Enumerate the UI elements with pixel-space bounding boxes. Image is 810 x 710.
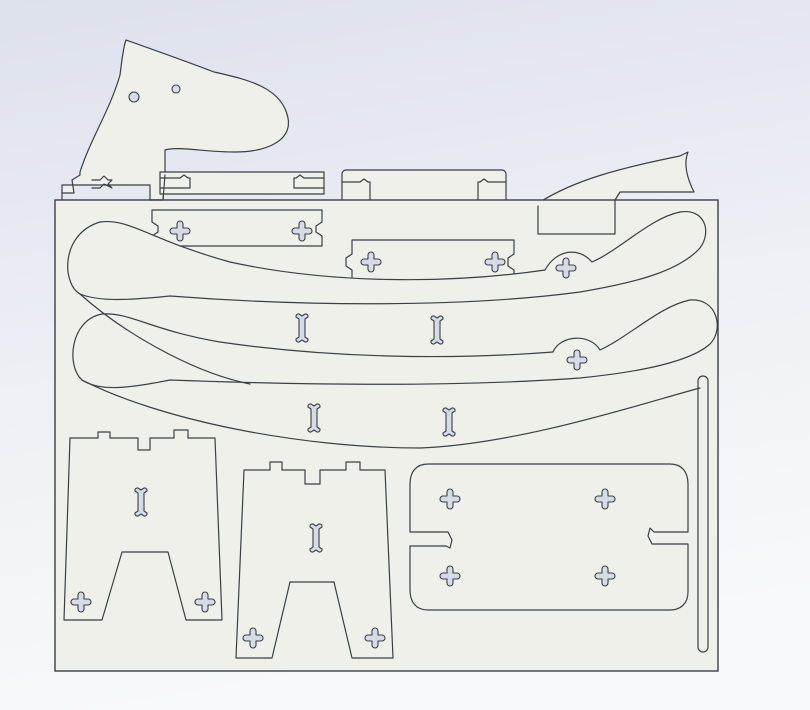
- rocker-part-2[interactable]: [72, 299, 718, 437]
- leg-part-1[interactable]: [63, 429, 223, 621]
- horse-head-part[interactable]: [61, 39, 289, 201]
- rocker-part-1[interactable]: [67, 211, 707, 345]
- rocker-lower-arc: [79, 293, 701, 449]
- round-hole-icon: [171, 84, 181, 94]
- leg-part-2[interactable]: [235, 461, 394, 659]
- seat-plank-center[interactable]: [345, 239, 515, 283]
- round-hole-icon: [128, 91, 140, 103]
- seat-plank-left[interactable]: [151, 209, 323, 247]
- seat-panel-part[interactable]: [409, 463, 689, 611]
- top-bar-part-1[interactable]: [159, 171, 325, 195]
- vertical-strip-part[interactable]: [697, 375, 709, 653]
